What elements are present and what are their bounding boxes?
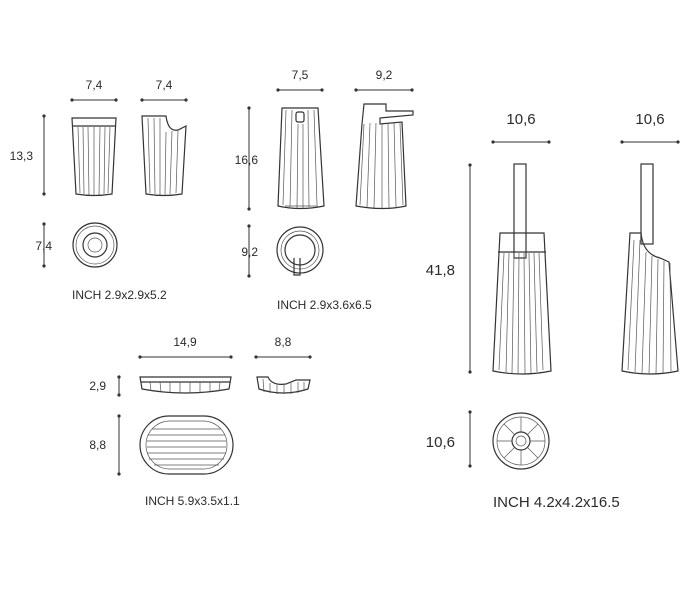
tumbler-width-side-label: 7,4 [156, 78, 173, 92]
tumbler-width-front-label: 7,4 [86, 78, 103, 92]
tumbler-width-side-dimension: 7,4 [140, 78, 188, 102]
brush-width-front-dimension: 10,6 [491, 111, 551, 144]
toilet-brush-group: 10,6 10,6 41,8 10,6 [426, 111, 680, 511]
brush-height-label: 41,8 [426, 262, 455, 279]
dish-top-view [139, 415, 234, 475]
dish-side-view [256, 376, 311, 394]
brush-width-front-label: 10,6 [506, 111, 535, 128]
tumbler-side-view [141, 115, 187, 197]
brush-front-view [492, 163, 552, 375]
brush-caption: INCH 4.2x4.2x16.5 [493, 494, 620, 511]
brush-diameter-label: 10,6 [426, 434, 455, 451]
tumbler-height-label: 13,3 [10, 149, 34, 163]
dispenser-diameter-dimension: 9,2 [241, 224, 258, 278]
dish-width-front-dimension: 14,9 [138, 335, 233, 359]
tumbler-diameter-dimension: 7,4 [35, 222, 52, 268]
soap-dispenser-group: 7,5 9,2 16,6 9,2 [235, 68, 414, 312]
brush-height-dimension: 41,8 [426, 163, 472, 374]
tumbler-caption: INCH 2.9x2.9x5.2 [72, 288, 167, 302]
dispenser-width-side-label: 9,2 [376, 68, 393, 82]
dispenser-caption: INCH 2.9x3.6x6.5 [277, 298, 372, 312]
dish-caption: INCH 5.9x3.5x1.1 [145, 494, 240, 508]
dish-height-dimension: 2,9 [89, 375, 121, 397]
soap-dish-group: 14,9 8,8 2,9 8,8 [89, 335, 312, 508]
dispenser-diameter-label: 9,2 [241, 245, 258, 259]
brush-width-side-dimension: 10,6 [620, 111, 680, 144]
dish-front-view [139, 376, 232, 394]
dispenser-height-dimension: 16,6 [235, 106, 259, 211]
brush-side-view [621, 163, 679, 375]
dish-height-label: 2,9 [89, 379, 106, 393]
tumbler-width-front-dimension: 7,4 [70, 78, 118, 102]
dispenser-top-view [276, 226, 324, 276]
tumbler-group: 7,4 7,4 13,3 7,4 [10, 78, 188, 302]
tumbler-front-view [71, 117, 117, 197]
dish-width-side-label: 8,8 [275, 335, 292, 349]
brush-top-view [492, 412, 550, 470]
tumbler-height-dimension: 13,3 [10, 114, 46, 196]
brush-diameter-dimension: 10,6 [426, 410, 472, 468]
brush-width-side-label: 10,6 [635, 111, 664, 128]
dispenser-height-label: 16,6 [235, 153, 259, 167]
tumbler-diameter-label: 7,4 [35, 239, 52, 253]
dispenser-side-view [355, 103, 414, 210]
dish-width-front-label: 14,9 [173, 335, 197, 349]
dish-depth-dimension: 8,8 [89, 414, 121, 476]
dispenser-front-view [277, 107, 325, 210]
dish-width-side-dimension: 8,8 [254, 335, 312, 359]
dispenser-width-front-dimension: 7,5 [276, 68, 324, 92]
dispenser-width-front-label: 7,5 [292, 68, 309, 82]
tumbler-top-view [72, 222, 118, 268]
dish-depth-label: 8,8 [89, 438, 106, 452]
dispenser-width-side-dimension: 9,2 [354, 68, 414, 92]
